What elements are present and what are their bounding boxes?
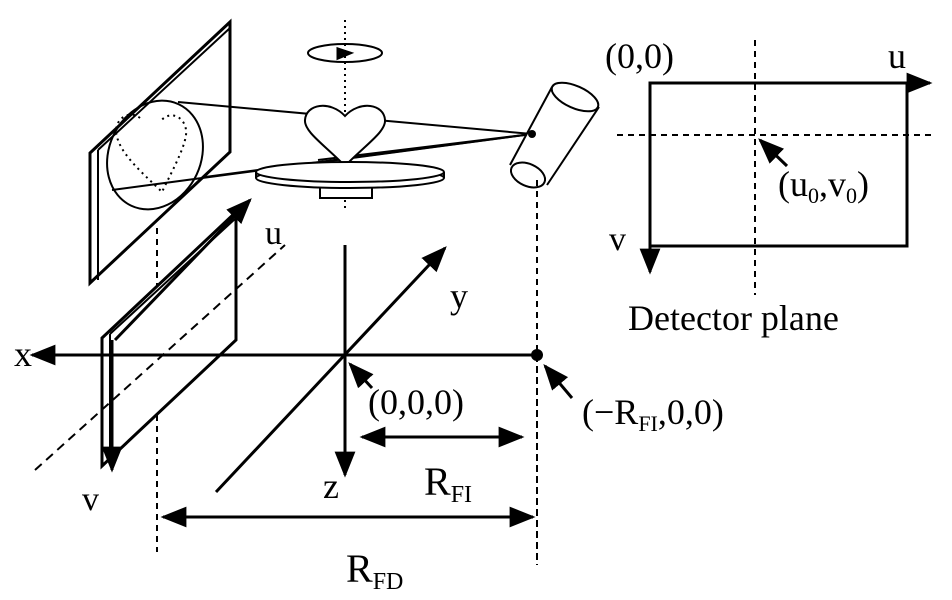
source-position-label: (−RFI,0,0): [582, 392, 724, 436]
rfi-label: RFI: [424, 459, 472, 508]
lower-detector-panel: [100, 208, 238, 470]
heart-object: [304, 105, 386, 168]
rotation-arrow-icon: [336, 46, 355, 61]
origin-leader-arrow: [348, 362, 374, 390]
detector-plane-title: Detector plane: [628, 298, 839, 338]
panel-v-label: v: [82, 481, 99, 518]
detector-plane-inset: [617, 40, 935, 295]
panel-u-axis-dashed: [34, 244, 286, 471]
det-center-label: (u0,v0): [778, 164, 869, 208]
turntable: [255, 161, 445, 199]
det-origin-label: (0,0): [605, 36, 674, 76]
det-center-leader-arrow: [758, 138, 789, 168]
y-axis-arrow: [214, 246, 447, 494]
upper-detector-panel: [88, 18, 232, 287]
panel-u-label: u: [265, 215, 282, 252]
det-v-label: v: [609, 221, 626, 258]
panel-u-arrow: [113, 198, 252, 342]
labels: x y z (0,0,0) (−RFI,0,0) RFI RFD u v (0,…: [14, 36, 906, 595]
projection-guide-lines: [156, 180, 538, 565]
focal-spot: [528, 130, 536, 138]
source-leader-arrow: [543, 364, 574, 399]
coordinate-axes: [29, 245, 537, 494]
xray-source: [509, 81, 600, 189]
projected-heart-ellipse: [106, 99, 204, 211]
origin-label: (0,0,0): [368, 382, 464, 422]
det-u-label: u: [888, 36, 906, 76]
rfd-label: RFD: [346, 546, 403, 595]
y-axis-label: y: [450, 276, 468, 316]
x-axis-label: x: [14, 334, 32, 374]
source-point: [531, 349, 543, 361]
z-axis-label: z: [323, 466, 339, 506]
rotation-axis: [307, 20, 383, 210]
